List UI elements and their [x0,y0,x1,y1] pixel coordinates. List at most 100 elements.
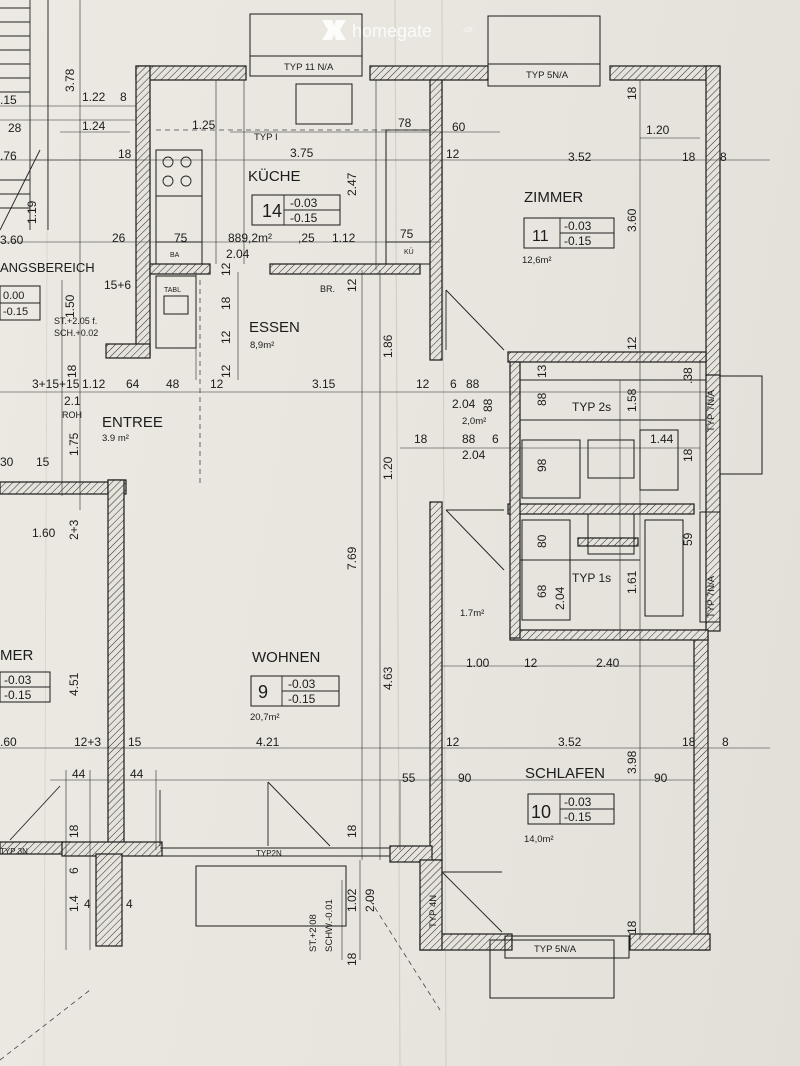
dim-label: 28 [8,121,22,135]
dim-label: 80 [535,534,549,548]
dim-label: 3.60 [0,233,24,247]
dim-label: 1.61 [625,570,639,594]
dim-label: 13 [535,364,549,378]
dim-label: 18 [625,920,639,934]
window-type-bottom-vertical: TYP 4N [428,895,439,928]
dim-label: 1.24 [82,119,106,133]
dim-label: 3+15+15 [32,377,80,391]
bath-typ-2s: TYP 2s [572,400,611,414]
dim-label: 1.20 [381,456,395,480]
room-name-kueche: KÜCHE [248,167,301,185]
level-top-zimmer: -0.03 [564,219,592,233]
room-labels: KÜCHE 14 -0.03 -0.15 ZIMMER 11 -0.03 -0.… [0,167,611,845]
room-name-wohnen: WOHNEN [252,649,320,666]
dim-label: 18 [414,432,428,446]
dim-label: 1.75 [67,432,81,456]
dim-label: 12 [446,147,460,161]
level-bottom-eingangsbereich: -0.15 [3,306,28,318]
dim-label: 18 [118,147,132,161]
label-st-1: ST.+2.05 f. [54,316,97,326]
dim-label: 4.21 [256,735,280,749]
dim-label: 2.04 [226,247,250,261]
homegate-watermark: homegate .ch [322,20,473,41]
dim-label: 44 [130,767,144,781]
dim-label: 88 [481,398,495,412]
level-top-schlafen: -0.03 [564,795,592,809]
label-ba: BA [170,252,180,259]
area-schlafen: 14,0m² [524,834,554,845]
dim-label: 59 [681,532,695,546]
dim-label: 8 [720,150,727,164]
dim-label: 1.86 [381,334,395,358]
dim-label: 3.15 [312,377,336,391]
room-name-essen: ESSEN [249,319,300,336]
level-bottom-left: -0.15 [4,688,32,702]
dim-label: .60 [0,735,17,749]
paper-fold-lines [43,0,447,1066]
dim-label: 44 [72,767,86,781]
dim-label: 1.12 [332,231,356,245]
dim-label: 6 [492,432,499,446]
room-name-eingangsbereich: ANGSBEREICH [0,260,95,275]
dim-label: 889,2m² [228,231,272,245]
dimension-numbers: 3.78 1.22 8 .15 28 1.24 18 1.25 .76 3.75… [0,68,729,966]
window-type-top-right: TYP 5N/A [526,70,569,81]
dim-label: 12 [345,278,359,292]
dim-label: 18 [65,364,79,378]
dim-label: 18 [345,824,359,838]
stair-lines [0,0,140,231]
label-roh: ROH [62,410,82,420]
bath-typ-1s: TYP 1s [572,571,611,585]
dim-label: 18 [67,824,81,838]
dim-label: 18 [625,86,639,100]
dim-label: 6 [67,867,81,874]
dim-label: 1.22 [82,90,106,104]
dim-label: 3.98 [625,750,639,774]
level-bottom-zimmer: -0.15 [564,234,592,248]
dim-label: 8 [722,735,729,749]
dim-label: .38 [681,367,695,384]
level-bottom-schlafen: -0.15 [564,810,592,824]
dim-label: 3.75 [290,146,314,160]
dim-label: 2.40 [596,656,620,670]
dim-label: 75 [174,231,188,245]
dim-label: 88 [535,392,549,406]
dim-label: 15 [36,455,50,469]
dim-label: 3.52 [558,735,582,749]
window-type-labels: TYP 11 N/A TYP 5N/A TYP I TYP2N TYP 5N/A… [0,62,717,955]
dim-label: 98 [535,458,549,472]
bath-area-bottom: 1.7m² [460,608,484,619]
watermark-tld: .ch [462,25,473,34]
label-kue: KÜ [404,248,414,256]
bath-area-top: 2,0m² [462,416,486,427]
dim-label: 88 [462,432,476,446]
dim-label: 1.60 [32,526,56,540]
dim-label: 18 [682,735,696,749]
level-top-eingangsbereich: 0.00 [3,290,24,302]
dim-label: 18 [681,448,695,462]
dim-label: 2.04 [553,586,567,610]
level-top-kueche: -0.03 [290,196,318,210]
area-entree: 3.9 m² [102,433,129,444]
dim-label: 48 [166,377,180,391]
dim-label: 1.12 [82,377,106,391]
dim-label: 12 [625,336,639,350]
dim-label: 78 [398,116,412,130]
dim-label: 4 [84,897,91,911]
window-type-right-1: TYP 7N/A [706,389,717,432]
dim-label: 12 [524,656,538,670]
dim-label: 12 [446,735,460,749]
dim-label: 6 [450,377,457,391]
dimension-lines [0,0,770,1061]
window-type-top-left: TYP 11 N/A [284,62,334,73]
dim-label: .15 [0,93,17,107]
dim-label: 12 [219,262,233,276]
dim-label: 1.25 [192,118,216,132]
dim-label: .76 [0,149,17,163]
level-bottom-kueche: -0.15 [290,211,318,225]
dim-label: 1.4 [67,895,81,912]
label-br: BR. [320,284,335,294]
dim-label: 2.04 [462,448,486,462]
